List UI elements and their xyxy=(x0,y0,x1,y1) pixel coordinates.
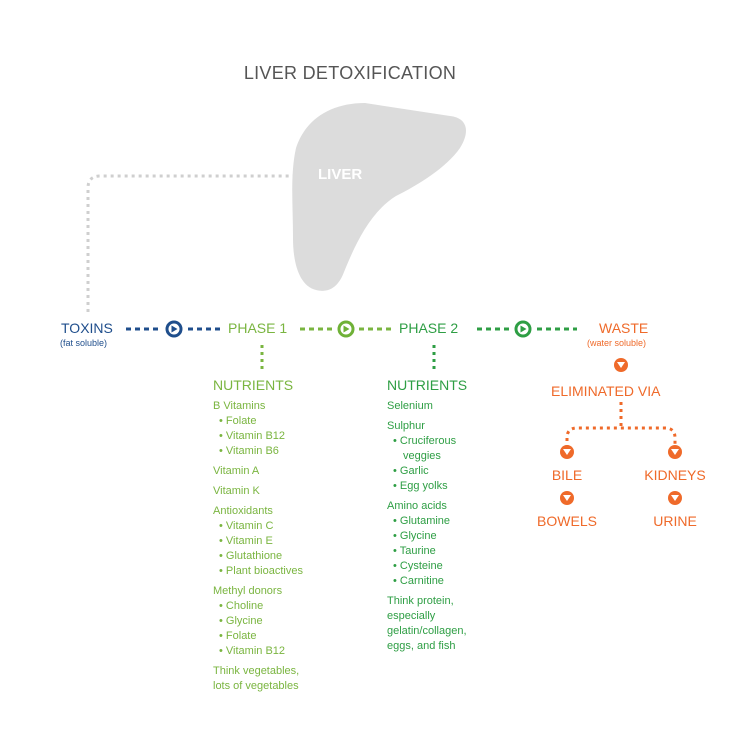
play-circle-icon xyxy=(337,320,355,338)
list-item: • Vitamin E xyxy=(219,535,273,547)
toxins-node: TOXINS xyxy=(61,320,113,336)
phase1-nutrients-heading: NUTRIENTS xyxy=(213,377,294,393)
play-circle-icon xyxy=(165,320,183,338)
amino-acids-label: Amino acids xyxy=(387,500,447,512)
list-item: • Cruciferous xyxy=(393,435,457,447)
list-item: • Vitamin B6 xyxy=(219,445,279,457)
vitamin-a-label: Vitamin A xyxy=(213,465,260,477)
elimination-branch-connector xyxy=(565,402,677,448)
list-item: • Vitamin B12 xyxy=(219,430,286,442)
kidneys-label: KIDNEYS xyxy=(644,467,706,483)
list-item: veggies xyxy=(403,450,441,462)
waste-sub: (water soluble) xyxy=(587,338,647,348)
play-circle-icon xyxy=(514,320,532,338)
phase2-nutrients-heading: NUTRIENTS xyxy=(387,377,468,393)
phase2-think-line: especially xyxy=(387,610,436,622)
list-item: • Taurine xyxy=(393,545,436,557)
list-item: • Egg yolks xyxy=(393,480,448,492)
down-triangle-circle-icon xyxy=(560,491,574,505)
antioxidants-label: Antioxidants xyxy=(213,505,273,517)
waste-label: WASTE xyxy=(599,320,649,336)
bowels-label: BOWELS xyxy=(537,513,597,529)
phase1-nutrients: NUTRIENTS B Vitamins • Folate • Vitamin … xyxy=(213,377,363,694)
list-item: • Folate xyxy=(219,415,257,427)
list-item: • Vitamin B12 xyxy=(219,645,286,657)
eliminated-via-heading: ELIMINATED VIA xyxy=(551,383,661,399)
page-title: LIVER DETOXIFICATION xyxy=(243,63,457,83)
methyl-donors-label: Methyl donors xyxy=(213,585,283,597)
list-item: • Glycine xyxy=(219,615,263,627)
list-item: • Cysteine xyxy=(393,560,443,572)
b-vitamins-label: B Vitamins xyxy=(213,400,266,412)
list-item: • Garlic xyxy=(393,465,429,477)
phase2-think-line: eggs, and fish xyxy=(387,640,456,652)
down-triangle-circle-icon xyxy=(560,445,574,459)
sulphur-label: Sulphur xyxy=(387,420,425,432)
list-item: • Plant bioactives xyxy=(219,565,303,577)
vitamin-k-label: Vitamin K xyxy=(213,485,260,497)
phase1-label: PHASE 1 xyxy=(228,320,288,336)
down-triangle-circle-icon xyxy=(668,445,682,459)
down-triangle-circle-icon xyxy=(668,491,682,505)
list-item: • Vitamin C xyxy=(219,520,274,532)
phase1-think-line: lots of vegetables xyxy=(213,680,299,692)
list-item: • Carnitine xyxy=(393,575,444,587)
list-item: • Glutamine xyxy=(393,515,451,527)
liver-label: LIVER xyxy=(318,166,363,183)
phase2-label: PHASE 2 xyxy=(399,320,459,336)
bile-label: BILE xyxy=(551,467,583,483)
list-item: • Choline xyxy=(219,600,264,612)
toxins-to-liver-connector xyxy=(86,174,295,312)
liver-shape xyxy=(292,103,466,291)
list-item: • Glycine xyxy=(393,530,437,542)
list-item: • Folate xyxy=(219,630,257,642)
selenium-label: Selenium xyxy=(387,400,433,412)
phase2-think-line: gelatin/collagen, xyxy=(387,625,467,637)
phase1-think-line: Think vegetables, xyxy=(213,665,300,677)
urine-label: URINE xyxy=(653,513,697,529)
toxins-label: TOXINS xyxy=(61,320,113,336)
phase2-think-line: Think protein, xyxy=(387,595,454,607)
toxins-sub: (fat soluble) xyxy=(60,338,108,348)
list-item: • Glutathione xyxy=(219,550,283,562)
phase2-nutrients: NUTRIENTS Selenium Sulphur • Cruciferous… xyxy=(387,377,537,654)
down-triangle-circle-icon xyxy=(614,358,628,372)
